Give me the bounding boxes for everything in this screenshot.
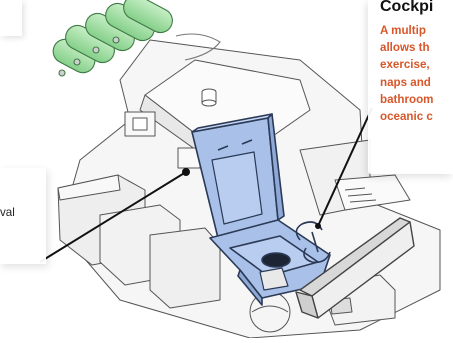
leader-dot bbox=[315, 223, 321, 229]
callout-title: Cockpi bbox=[380, 0, 433, 16]
callout-line: allows th bbox=[380, 39, 453, 56]
callout-line: bathroom bbox=[380, 91, 453, 108]
callout-left: val bbox=[0, 168, 46, 264]
callout-body: A multip allows th exercise, naps and ba… bbox=[380, 22, 453, 125]
callout-left-text: val bbox=[0, 206, 15, 219]
callout-cockpit: Cockpi A multip allows th exercise, naps… bbox=[368, 0, 453, 174]
leader-dot bbox=[182, 168, 190, 176]
callout-line: oceanic c bbox=[380, 108, 453, 125]
partial-callout-topleft bbox=[0, 0, 22, 36]
callout-line: naps and bbox=[380, 74, 453, 91]
callout-line: exercise, bbox=[380, 56, 453, 73]
callout-line: A multip bbox=[380, 22, 453, 39]
